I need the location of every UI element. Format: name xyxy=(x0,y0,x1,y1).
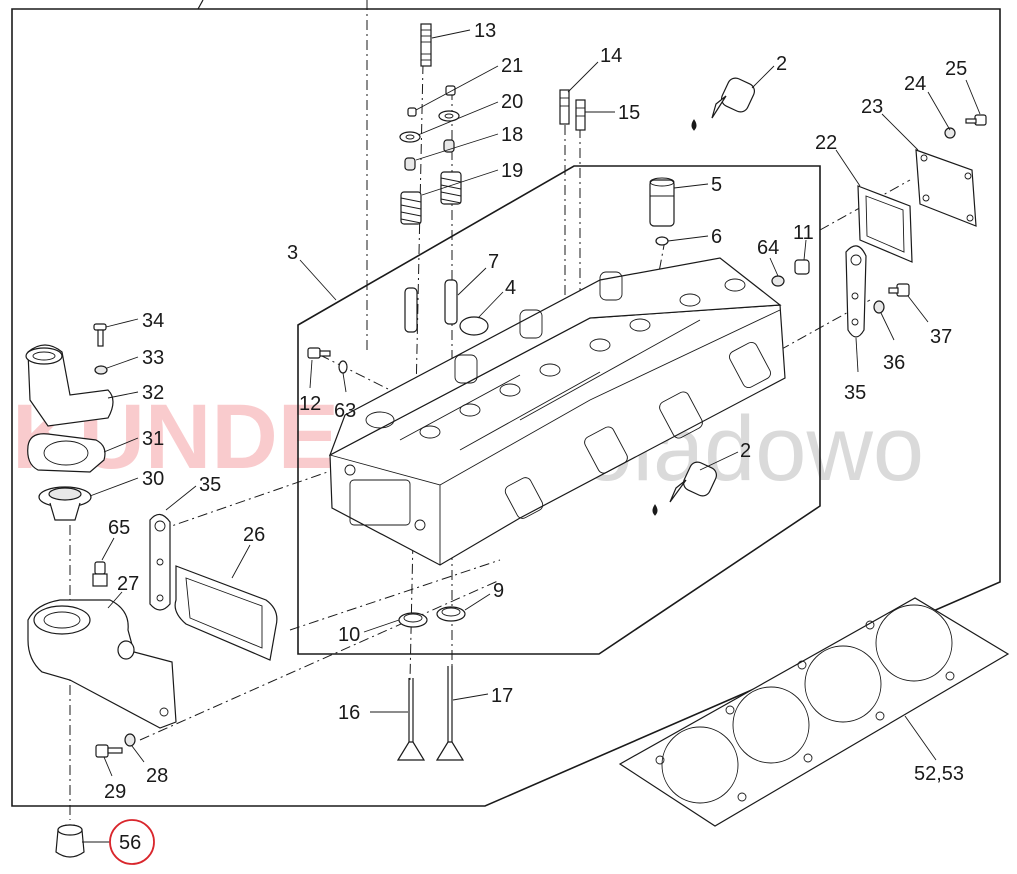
callout-29: 29 xyxy=(104,781,126,803)
part-24-washer xyxy=(944,127,956,139)
part-63-washer xyxy=(338,360,348,374)
part-14-15-studs xyxy=(559,89,586,131)
part-29-bolt xyxy=(95,744,123,758)
part-28-washer xyxy=(124,733,136,747)
part-52-53-head-gasket xyxy=(618,597,1010,827)
part-31-gasket xyxy=(27,433,106,473)
callout-64: 64 xyxy=(757,237,779,259)
part-20-spring-retainers xyxy=(399,110,460,143)
part-19-valve-springs xyxy=(400,171,462,225)
part-13-stud xyxy=(420,23,432,67)
callout-15: 15 xyxy=(618,102,640,124)
part-65-fitting xyxy=(92,561,108,587)
callout-12: 12 xyxy=(299,393,321,415)
part-30-thermostat xyxy=(38,486,92,521)
callout-2-upper: 2 xyxy=(776,53,787,75)
callout-35-left: 35 xyxy=(199,474,221,496)
part-36-washer xyxy=(873,300,885,314)
callout-9: 9 xyxy=(493,580,504,602)
callout-5: 5 xyxy=(711,174,722,196)
callout-52-53: 52,53 xyxy=(914,763,964,785)
callout-4: 4 xyxy=(505,277,516,299)
callout-28: 28 xyxy=(146,765,168,787)
part-64-washer xyxy=(771,275,785,287)
callout-37: 37 xyxy=(930,326,952,348)
part-2-injector-lower xyxy=(652,461,717,516)
part-3-cylinder-head xyxy=(328,257,786,566)
part-25-bolt xyxy=(965,114,987,126)
callout-20: 20 xyxy=(501,91,523,113)
callout-24: 24 xyxy=(904,73,926,95)
callout-18: 18 xyxy=(501,124,523,146)
callout-25: 25 xyxy=(945,58,967,80)
callout-56-highlight-ring xyxy=(109,819,155,865)
callout-26: 26 xyxy=(243,524,265,546)
callout-31: 31 xyxy=(142,428,164,450)
callout-6: 6 xyxy=(711,226,722,248)
callout-13: 13 xyxy=(474,20,496,42)
part-34-bolt xyxy=(93,323,107,347)
part-22-gasket xyxy=(857,185,913,263)
callout-17: 17 xyxy=(491,685,513,707)
part-12-bolt xyxy=(307,347,331,359)
callout-35-right: 35 xyxy=(844,382,866,404)
part-18-valve-stem-seals xyxy=(404,139,455,171)
part-27-thermostat-housing xyxy=(27,599,177,729)
callout-63: 63 xyxy=(334,400,356,422)
head-frame xyxy=(297,165,821,655)
callout-27: 27 xyxy=(117,573,139,595)
callout-14: 14 xyxy=(600,45,622,67)
callout-34: 34 xyxy=(142,310,164,332)
callout-3: 3 xyxy=(287,242,298,264)
part-32-water-outlet xyxy=(25,344,114,427)
part-37-bolt xyxy=(888,283,910,297)
callout-23: 23 xyxy=(861,96,883,118)
part-23-cover xyxy=(915,149,977,227)
part-26-gasket xyxy=(174,565,278,661)
part-2-injector-upper xyxy=(691,77,755,131)
callout-33: 33 xyxy=(142,347,164,369)
callout-56: 56 xyxy=(119,832,141,854)
part-9-10-valve-seats xyxy=(398,606,466,628)
part-16-17-valves xyxy=(396,666,465,761)
part-21-valve-keepers xyxy=(407,85,456,117)
part-56-cap xyxy=(55,824,85,858)
callouts: 13 21 20 18 19 14 15 2 24 25 23 22 5 6 3… xyxy=(82,20,981,865)
part-35-lifting-bracket-left xyxy=(149,513,171,611)
callout-11: 11 xyxy=(793,222,814,244)
part-35-lifting-bracket-right xyxy=(845,245,867,338)
callout-22: 22 xyxy=(815,132,837,154)
callout-16: 16 xyxy=(338,702,360,724)
callout-19: 19 xyxy=(501,160,523,182)
part-7-valve-guides xyxy=(404,279,458,333)
callout-65: 65 xyxy=(108,517,130,539)
outer-frame xyxy=(11,8,1001,807)
callout-2-lower: 2 xyxy=(740,440,751,462)
part-11-plug xyxy=(794,259,810,275)
part-5-injector-sleeve xyxy=(649,177,675,227)
callout-10: 10 xyxy=(338,624,360,646)
callout-7: 7 xyxy=(488,251,499,273)
part-4-plug xyxy=(459,316,489,336)
part-6-o-ring xyxy=(655,236,669,246)
callout-21: 21 xyxy=(501,55,523,77)
callout-36: 36 xyxy=(883,352,905,374)
callout-32: 32 xyxy=(142,382,164,404)
part-33-washer xyxy=(94,365,108,375)
callout-30: 30 xyxy=(142,468,164,490)
